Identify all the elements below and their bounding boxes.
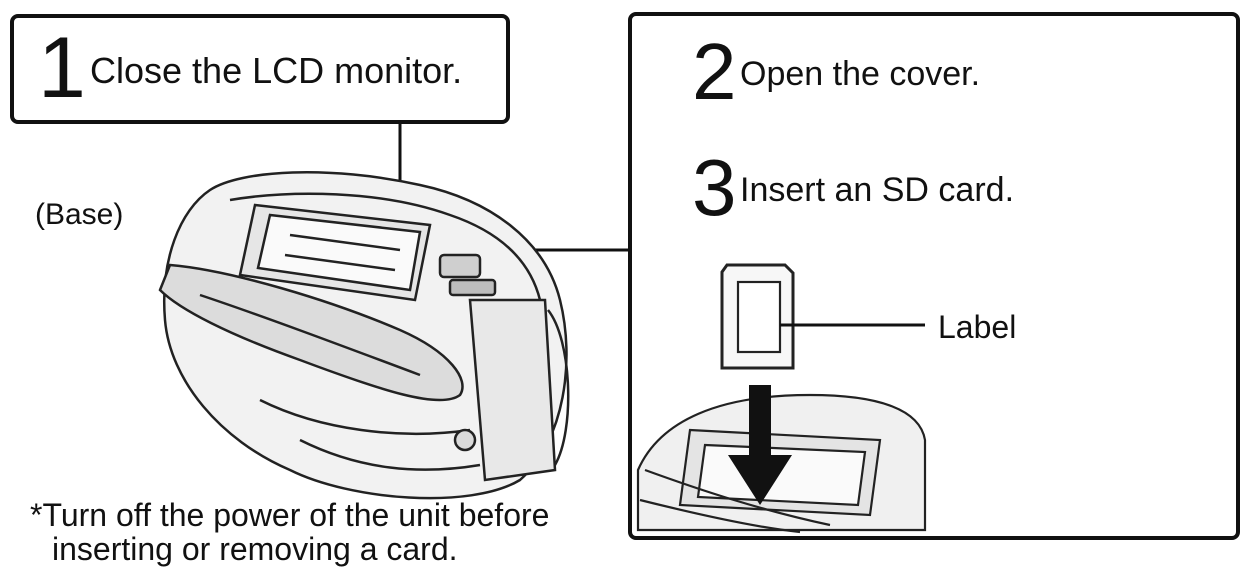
steps-2-3-box: 2 Open the cover. 3 Insert an SD card. L… [628,12,1240,540]
camcorder-illustration [158,122,927,534]
base-label: (Base) [35,198,124,231]
step1-text: Close the LCD monitor. [90,50,463,91]
insert-arrow-icon [728,385,792,505]
step3-text: Insert an SD card. [740,171,1015,209]
step1-box: 1 Close the LCD monitor. [10,14,510,124]
power-note-line1: *Turn off the power of the unit before [30,497,550,533]
step3-number: 3 [692,143,737,232]
step2-text: Open the cover. [740,55,981,93]
camcorder-body [158,171,570,500]
instruction-diagram: 1 Close the LCD monitor. 2 Open the cove… [10,12,1240,567]
label-callout: Label [938,309,1017,345]
step1-number: 1 [38,20,86,116]
sd-card-icon [720,263,795,370]
power-note-line2: inserting or removing a card. [52,531,458,567]
step2-number: 2 [692,27,737,116]
